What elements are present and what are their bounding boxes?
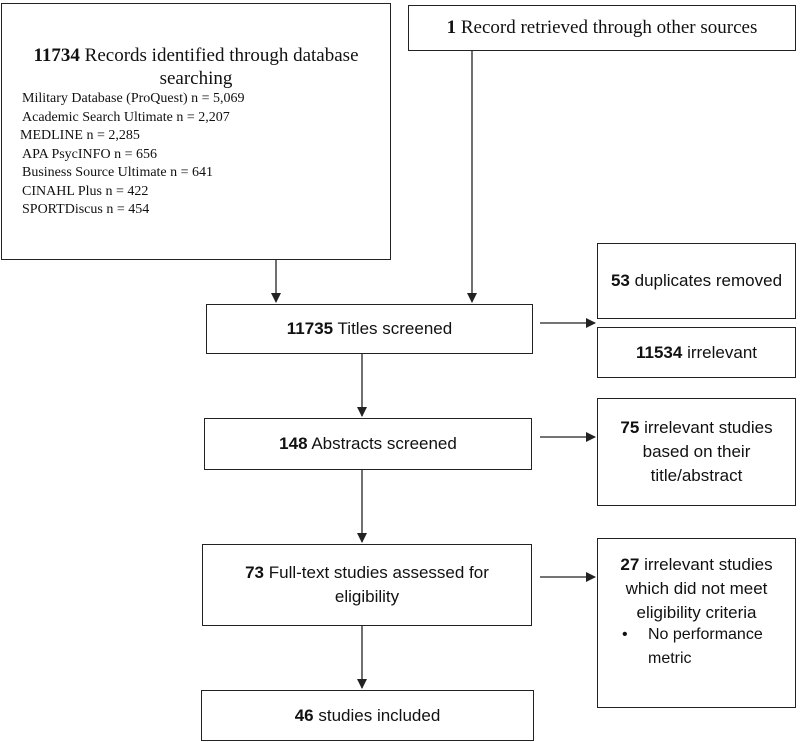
database-source-list: Military Database (ProQuest) n = 5,069 A…: [20, 90, 245, 220]
studies-included-box: 46 studies included: [201, 690, 534, 741]
database-source-item: Military Database (ProQuest) n = 5,069: [22, 91, 245, 106]
exclusion-reason-item: • No performance metric: [622, 623, 795, 671]
database-records-count: 11734: [33, 45, 80, 66]
titles-screened-count: 11735: [286, 319, 334, 338]
fulltext-count: 73: [245, 563, 265, 582]
other-sources-count: 1: [446, 17, 457, 38]
irrelevant-abstracts-label: irrelevant studies based on their title/…: [642, 418, 773, 485]
duplicates-label: duplicates removed: [634, 271, 783, 290]
exclusion-reason-text: No performance metric: [648, 626, 763, 667]
abstracts-screened-label: Abstracts screened: [311, 434, 457, 453]
database-records-box: 11734 Records identified through databas…: [1, 3, 391, 260]
irrelevant-fulltext-count: 27: [620, 555, 640, 574]
other-sources-box: 1 Record retrieved through other sources: [408, 5, 796, 51]
database-source-item: CINAHL Plus n = 422: [22, 183, 149, 199]
database-source-item: Academic Search Ultimate n = 2,207: [22, 109, 230, 125]
database-source-item: SPORTDiscus n = 454: [22, 202, 150, 217]
database-source-item: MEDLINE n = 2,285: [20, 128, 140, 143]
database-records-label: Records identified through database sear…: [84, 45, 359, 89]
duplicates-count: 53: [610, 271, 630, 290]
irrelevant-abstracts-count: 75: [620, 418, 640, 437]
irrelevant-fulltext-box: 27 irrelevant studies which did not meet…: [597, 538, 796, 708]
abstracts-screened-count: 148: [279, 434, 308, 453]
fulltext-label: Full-text studies assessed for eligibili…: [268, 563, 489, 606]
irrelevant-fulltext-label: irrelevant studies which did not meet el…: [625, 555, 773, 622]
database-records-title: 11734 Records identified through databas…: [12, 44, 380, 90]
titles-screened-box: 11735 Titles screened: [206, 304, 533, 354]
irrelevant-titles-count: 11534: [636, 342, 683, 362]
irrelevant-titles-label: irrelevant: [687, 342, 757, 362]
irrelevant-abstracts-box: 75 irrelevant studies based on their tit…: [597, 398, 796, 506]
studies-included-count: 46: [294, 705, 314, 725]
studies-included-label: studies included: [318, 705, 441, 725]
database-source-item: Business Source Ultimate n = 641: [22, 165, 214, 180]
titles-screened-label: Titles screened: [337, 319, 453, 338]
duplicates-removed-box: 53 duplicates removed: [597, 243, 796, 319]
fulltext-assessed-box: 73 Full-text studies assessed for eligib…: [202, 544, 532, 626]
irrelevant-titles-box: 11534 irrelevant: [597, 327, 796, 378]
bullet-icon: •: [622, 626, 628, 643]
exclusion-reason-list: • No performance metric: [622, 623, 795, 671]
database-source-item: APA PsycINFO n = 656: [22, 146, 157, 162]
abstracts-screened-box: 148 Abstracts screened: [204, 418, 532, 470]
other-sources-label: Record retrieved through other sources: [460, 17, 758, 38]
